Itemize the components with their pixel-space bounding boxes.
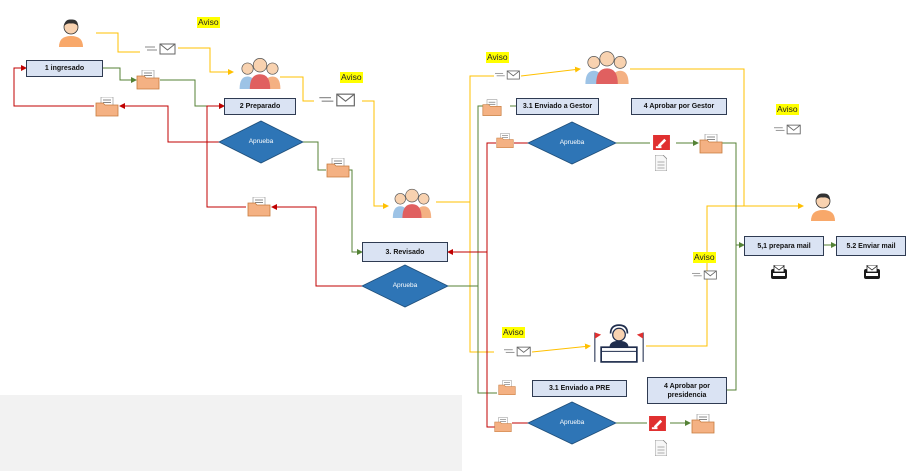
mail-icon xyxy=(145,43,176,55)
notice-label-1: Aviso xyxy=(197,17,220,28)
document-icon xyxy=(655,155,667,171)
node-aprobar-gestor: 4 Aprobar por Gestor xyxy=(631,98,727,115)
mail-icon xyxy=(318,93,356,107)
notice-label-5: Aviso xyxy=(693,252,716,263)
folder-icon xyxy=(482,99,502,116)
group-icon xyxy=(239,57,281,89)
decision-label-1: Aprueba xyxy=(248,138,274,145)
recipient-person-icon xyxy=(810,192,836,222)
folder-icon xyxy=(95,97,119,117)
node-enviar-mail: 5.2 Enviar mail xyxy=(836,236,906,256)
folder-icon xyxy=(496,133,514,149)
approve-connectors xyxy=(103,67,837,426)
node-revisado: 3. Revisado xyxy=(362,242,448,262)
node-ingresado: 1 ingresado xyxy=(26,60,103,77)
mail-tray-icon xyxy=(864,265,880,279)
decision-label-4: Aprueba xyxy=(559,419,585,426)
reviewers-group-icon xyxy=(392,188,432,218)
node-enviado-pre: 3.1 Enviado a PRE xyxy=(532,380,627,397)
mail-icon xyxy=(774,124,801,135)
folder-icon xyxy=(699,134,723,154)
node-prepara-mail: 5,1 prepara mail xyxy=(744,236,824,256)
node-aprobar-presidencia: 4 Aprobar por presidencia xyxy=(647,377,727,404)
folder-icon xyxy=(494,417,512,433)
mail-icon xyxy=(504,346,531,357)
reject-connectors xyxy=(13,65,528,428)
folder-icon xyxy=(498,380,516,396)
person-icon xyxy=(58,18,84,48)
notice-connectors xyxy=(96,32,804,353)
decision-label-3: Aprueba xyxy=(392,282,418,289)
mail-tray-icon xyxy=(771,265,787,279)
folder-icon xyxy=(326,158,350,178)
judge-icon xyxy=(593,324,645,363)
decision-diamond-3 xyxy=(361,264,449,308)
folder-icon xyxy=(691,414,715,434)
folder-icon xyxy=(247,197,271,217)
mail-icon xyxy=(495,70,520,80)
managers-group-icon xyxy=(584,50,630,84)
notice-label-6: Aviso xyxy=(502,327,525,338)
document-icon xyxy=(655,440,667,456)
pdf-stamp-icon xyxy=(649,416,666,431)
decision-label-2: Aprueba xyxy=(559,139,585,146)
decision-diamond-1 xyxy=(218,120,304,164)
decision-diamond-2 xyxy=(527,121,617,165)
background-panel xyxy=(0,395,462,471)
mail-icon xyxy=(692,270,717,280)
pdf-stamp-icon xyxy=(653,135,670,150)
folder-icon xyxy=(136,70,160,90)
node-preparado: 2 Preparado xyxy=(224,98,296,115)
notice-label-4: Aviso xyxy=(776,104,799,115)
node-enviado-gestor: 3.1 Enviado a Gestor xyxy=(516,98,599,115)
notice-label-2: Aviso xyxy=(340,72,363,83)
notice-label-3: Aviso xyxy=(486,52,509,63)
decision-diamond-4 xyxy=(527,401,617,445)
